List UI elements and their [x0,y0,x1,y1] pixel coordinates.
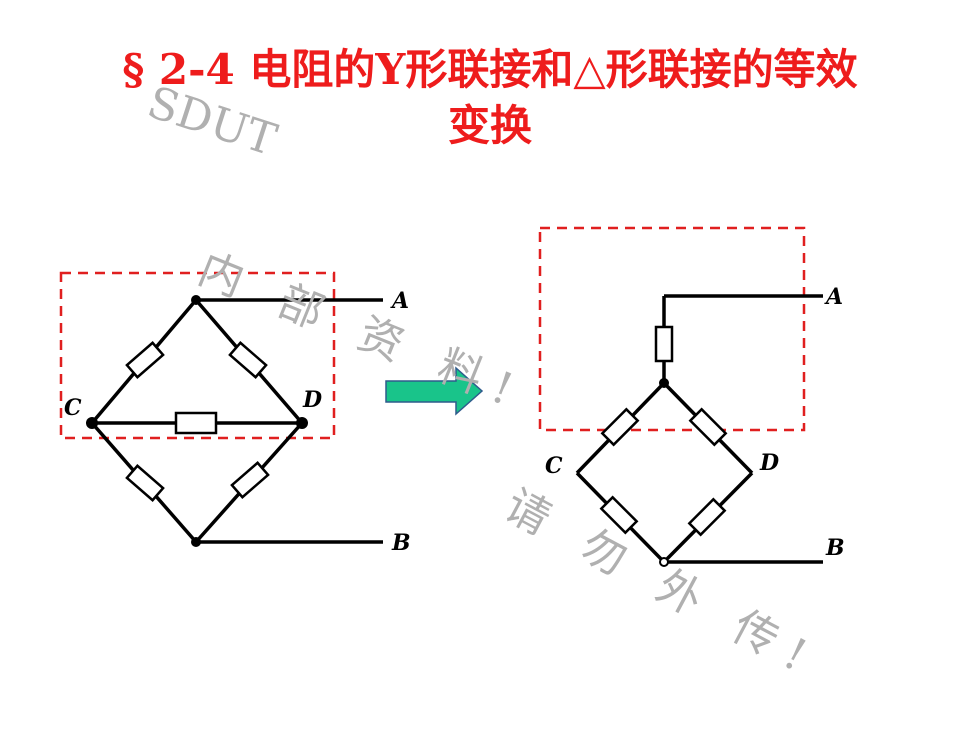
right-label-b: B [825,535,845,561]
right-label-c: C [545,453,563,479]
resistor-lower-right [230,461,270,499]
left-label-d: D [302,387,322,413]
title-line-1: § 2-4 电阻的Y形联接和△形联接的等效 [122,45,858,94]
transform-arrow [385,366,484,416]
left-label-a: A [390,288,409,314]
right-label-d: D [759,450,779,476]
left-label-c: C [64,395,82,421]
node-c-dot [86,417,98,429]
resistor-upper-right [228,341,268,379]
right-label-a: A [824,284,843,310]
resistor-middle [174,411,218,435]
node-top-dot [191,295,201,305]
left-dashed-box [59,271,336,440]
resistor-upper-left [125,341,165,379]
node-star-center-dot [659,378,669,388]
resistor-lower-left [125,464,165,502]
node-d-dot [296,417,308,429]
right-star-circuit: A B C D [538,226,845,567]
title-line-2: 变换 [447,101,532,150]
left-bridge-circuit: A B C D [59,271,411,556]
page-title: § 2-4 电阻的Y形联接和△形联接的等效 变换 [0,42,980,154]
right-dashed-box [538,226,806,432]
resistor-top-vertical [654,325,674,363]
node-bottom-open [659,557,669,567]
resistor-upper-right [689,408,727,446]
left-label-b: B [391,530,411,556]
resistor-lower-right [688,498,726,536]
resistor-upper-left [601,408,639,446]
node-bottom-dot [191,537,201,547]
